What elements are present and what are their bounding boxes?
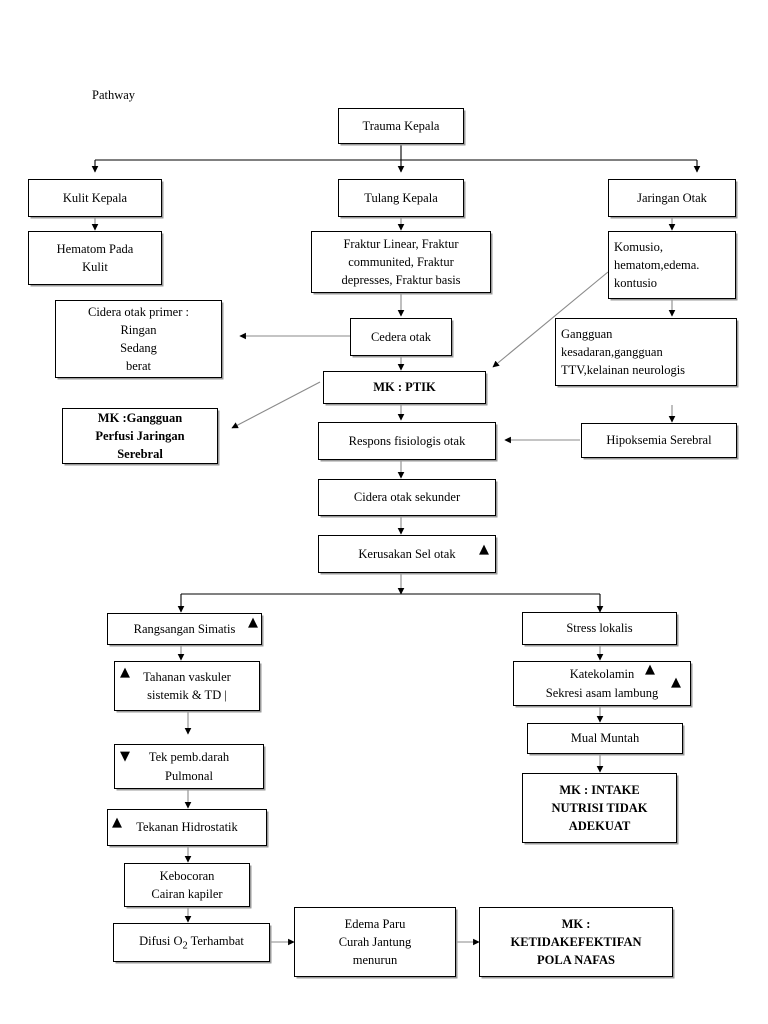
node-mk-ptik[interactable]: MK : PTIK [323, 371, 486, 404]
node-cidera-otak-sekunder[interactable]: Cidera otak sekunder [318, 479, 496, 516]
node-mk-intake-nutrisi-label: MK : INTAKE NUTRISI TIDAK ADEKUAT [551, 782, 648, 834]
node-jaringan-otak-label: Jaringan Otak [637, 190, 707, 205]
node-mual-muntah[interactable]: Mual Muntah [527, 723, 683, 754]
node-respons-fisiologis-label: Respons fisiologis otak [348, 433, 466, 448]
node-tekanan-hidrostatik[interactable]: Tekanan Hidrostatik [107, 809, 267, 846]
node-kebocoran-kapiler[interactable]: Kebocoran Cairan kapiler [124, 863, 250, 907]
node-cidera-otak-sekunder-label: Cidera otak sekunder [353, 490, 461, 505]
node-cedera-otak[interactable]: Cedera otak [350, 318, 452, 356]
node-mk-intake-nutrisi[interactable]: MK : INTAKE NUTRISI TIDAK ADEKUAT [522, 773, 677, 843]
node-difusi-o2-label-tail: Terhambat [187, 933, 244, 948]
tek-pemb-darah-down-indicator: ▼ [120, 749, 130, 764]
node-rangsangan-simatis-label: Rangsangan Simatis [133, 621, 236, 636]
node-fraktur-label: Fraktur Linear, Fraktur communited, Frak… [341, 236, 461, 288]
node-gangguan-kesadaran[interactable]: Gangguan kesadaran,gangguan TTV,kelainan… [555, 318, 737, 386]
node-trauma-kepala-label: Trauma Kepala [362, 118, 440, 133]
node-tahanan-vaskuler-label: Tahanan vaskuler sistemik & TD | [143, 669, 231, 702]
node-hipoksemia-serebral-label: Hipoksemia Serebral [606, 433, 712, 448]
node-kulit-kepala-label: Kulit Kepala [62, 190, 128, 205]
node-fraktur[interactable]: Fraktur Linear, Fraktur communited, Frak… [311, 231, 491, 293]
tekanan-hidrostatik-up-indicator: ▲ [112, 815, 122, 830]
node-respons-fisiologis[interactable]: Respons fisiologis otak [318, 422, 496, 460]
node-mk-pola-nafas-label: MK : KETIDAKEFEKTIFAN POLA NAFAS [510, 916, 642, 968]
node-rangsangan-simatis[interactable]: Rangsangan Simatis [107, 613, 262, 645]
node-cidera-otak-primer-label: Cidera otak primer : Ringan Sedang berat [87, 304, 189, 374]
node-kebocoran-kapiler-label: Kebocoran Cairan kapiler [151, 868, 223, 901]
node-difusi-o2-label: Difusi O [139, 933, 183, 948]
node-jaringan-otak[interactable]: Jaringan Otak [608, 179, 736, 217]
node-hematom-pada-kulit-label: Hematom Pada Kulit [56, 241, 134, 274]
node-edema-paru-label: Edema Paru Curah Jantung menurun [338, 916, 412, 968]
node-kerusakan-sel-otak[interactable]: Kerusakan Sel otak [318, 535, 496, 573]
node-cedera-otak-label: Cedera otak [370, 329, 432, 344]
node-mual-muntah-label: Mual Muntah [570, 731, 640, 746]
node-tahanan-vaskuler[interactable]: Tahanan vaskuler sistemik & TD | [114, 661, 260, 711]
node-gangguan-kesadaran-label: Gangguan kesadaran,gangguan TTV,kelainan… [561, 326, 686, 378]
node-stress-lokalis[interactable]: Stress lokalis [522, 612, 677, 645]
node-trauma-kepala[interactable]: Trauma Kepala [338, 108, 464, 144]
node-tek-pemb-darah[interactable]: Tek pemb.darah Pulmonal [114, 744, 264, 789]
node-tulang-kepala[interactable]: Tulang Kepala [338, 179, 464, 217]
node-stress-lokalis-label: Stress lokalis [566, 621, 633, 636]
node-hipoksemia-serebral[interactable]: Hipoksemia Serebral [581, 423, 737, 458]
sekresi-asam-lambung-up-indicator: ▲ [671, 675, 681, 690]
node-katekolamin-label: Katekolamin Sekresi asam lambung [545, 667, 659, 700]
node-difusi-o2-subscript: 2 [182, 940, 188, 952]
node-mk-ptik-label: MK : PTIK [373, 380, 436, 395]
node-kerusakan-sel-otak-label: Kerusakan Sel otak [358, 546, 456, 561]
node-komusio-label: Komusio, hematom,edema. kontusio [614, 239, 700, 291]
node-mk-gangguan-perfusi-label: MK :Gangguan Perfusi Jaringan Serebral [95, 410, 185, 462]
node-komusio[interactable]: Komusio, hematom,edema. kontusio [608, 231, 736, 299]
node-katekolamin[interactable]: Katekolamin Sekresi asam lambung [513, 661, 691, 706]
node-edema-paru[interactable]: Edema Paru Curah Jantung menurun [294, 907, 456, 977]
rangsangan-simatis-up-indicator: ▲ [248, 615, 258, 630]
node-mk-gangguan-perfusi[interactable]: MK :Gangguan Perfusi Jaringan Serebral [62, 408, 218, 464]
tahanan-vaskuler-up-indicator: ▲ [120, 665, 130, 680]
kerusakan-sel-otak-up-indicator: ▲ [479, 542, 489, 557]
node-tek-pemb-darah-label: Tek pemb.darah Pulmonal [148, 750, 230, 783]
node-mk-pola-nafas[interactable]: MK : KETIDAKEFEKTIFAN POLA NAFAS [479, 907, 673, 977]
node-hematom-pada-kulit[interactable]: Hematom Pada Kulit [28, 231, 162, 285]
node-difusi-o2[interactable]: Difusi O2 Terhambat [113, 923, 270, 962]
node-kulit-kepala[interactable]: Kulit Kepala [28, 179, 162, 217]
node-tekanan-hidrostatik-label: Tekanan Hidrostatik [136, 820, 238, 835]
katekolamin-up-indicator: ▲ [645, 662, 655, 677]
node-cidera-otak-primer[interactable]: Cidera otak primer : Ringan Sedang berat [55, 300, 222, 378]
node-tulang-kepala-label: Tulang Kepala [364, 190, 438, 205]
page-title: Pathway [92, 88, 136, 102]
